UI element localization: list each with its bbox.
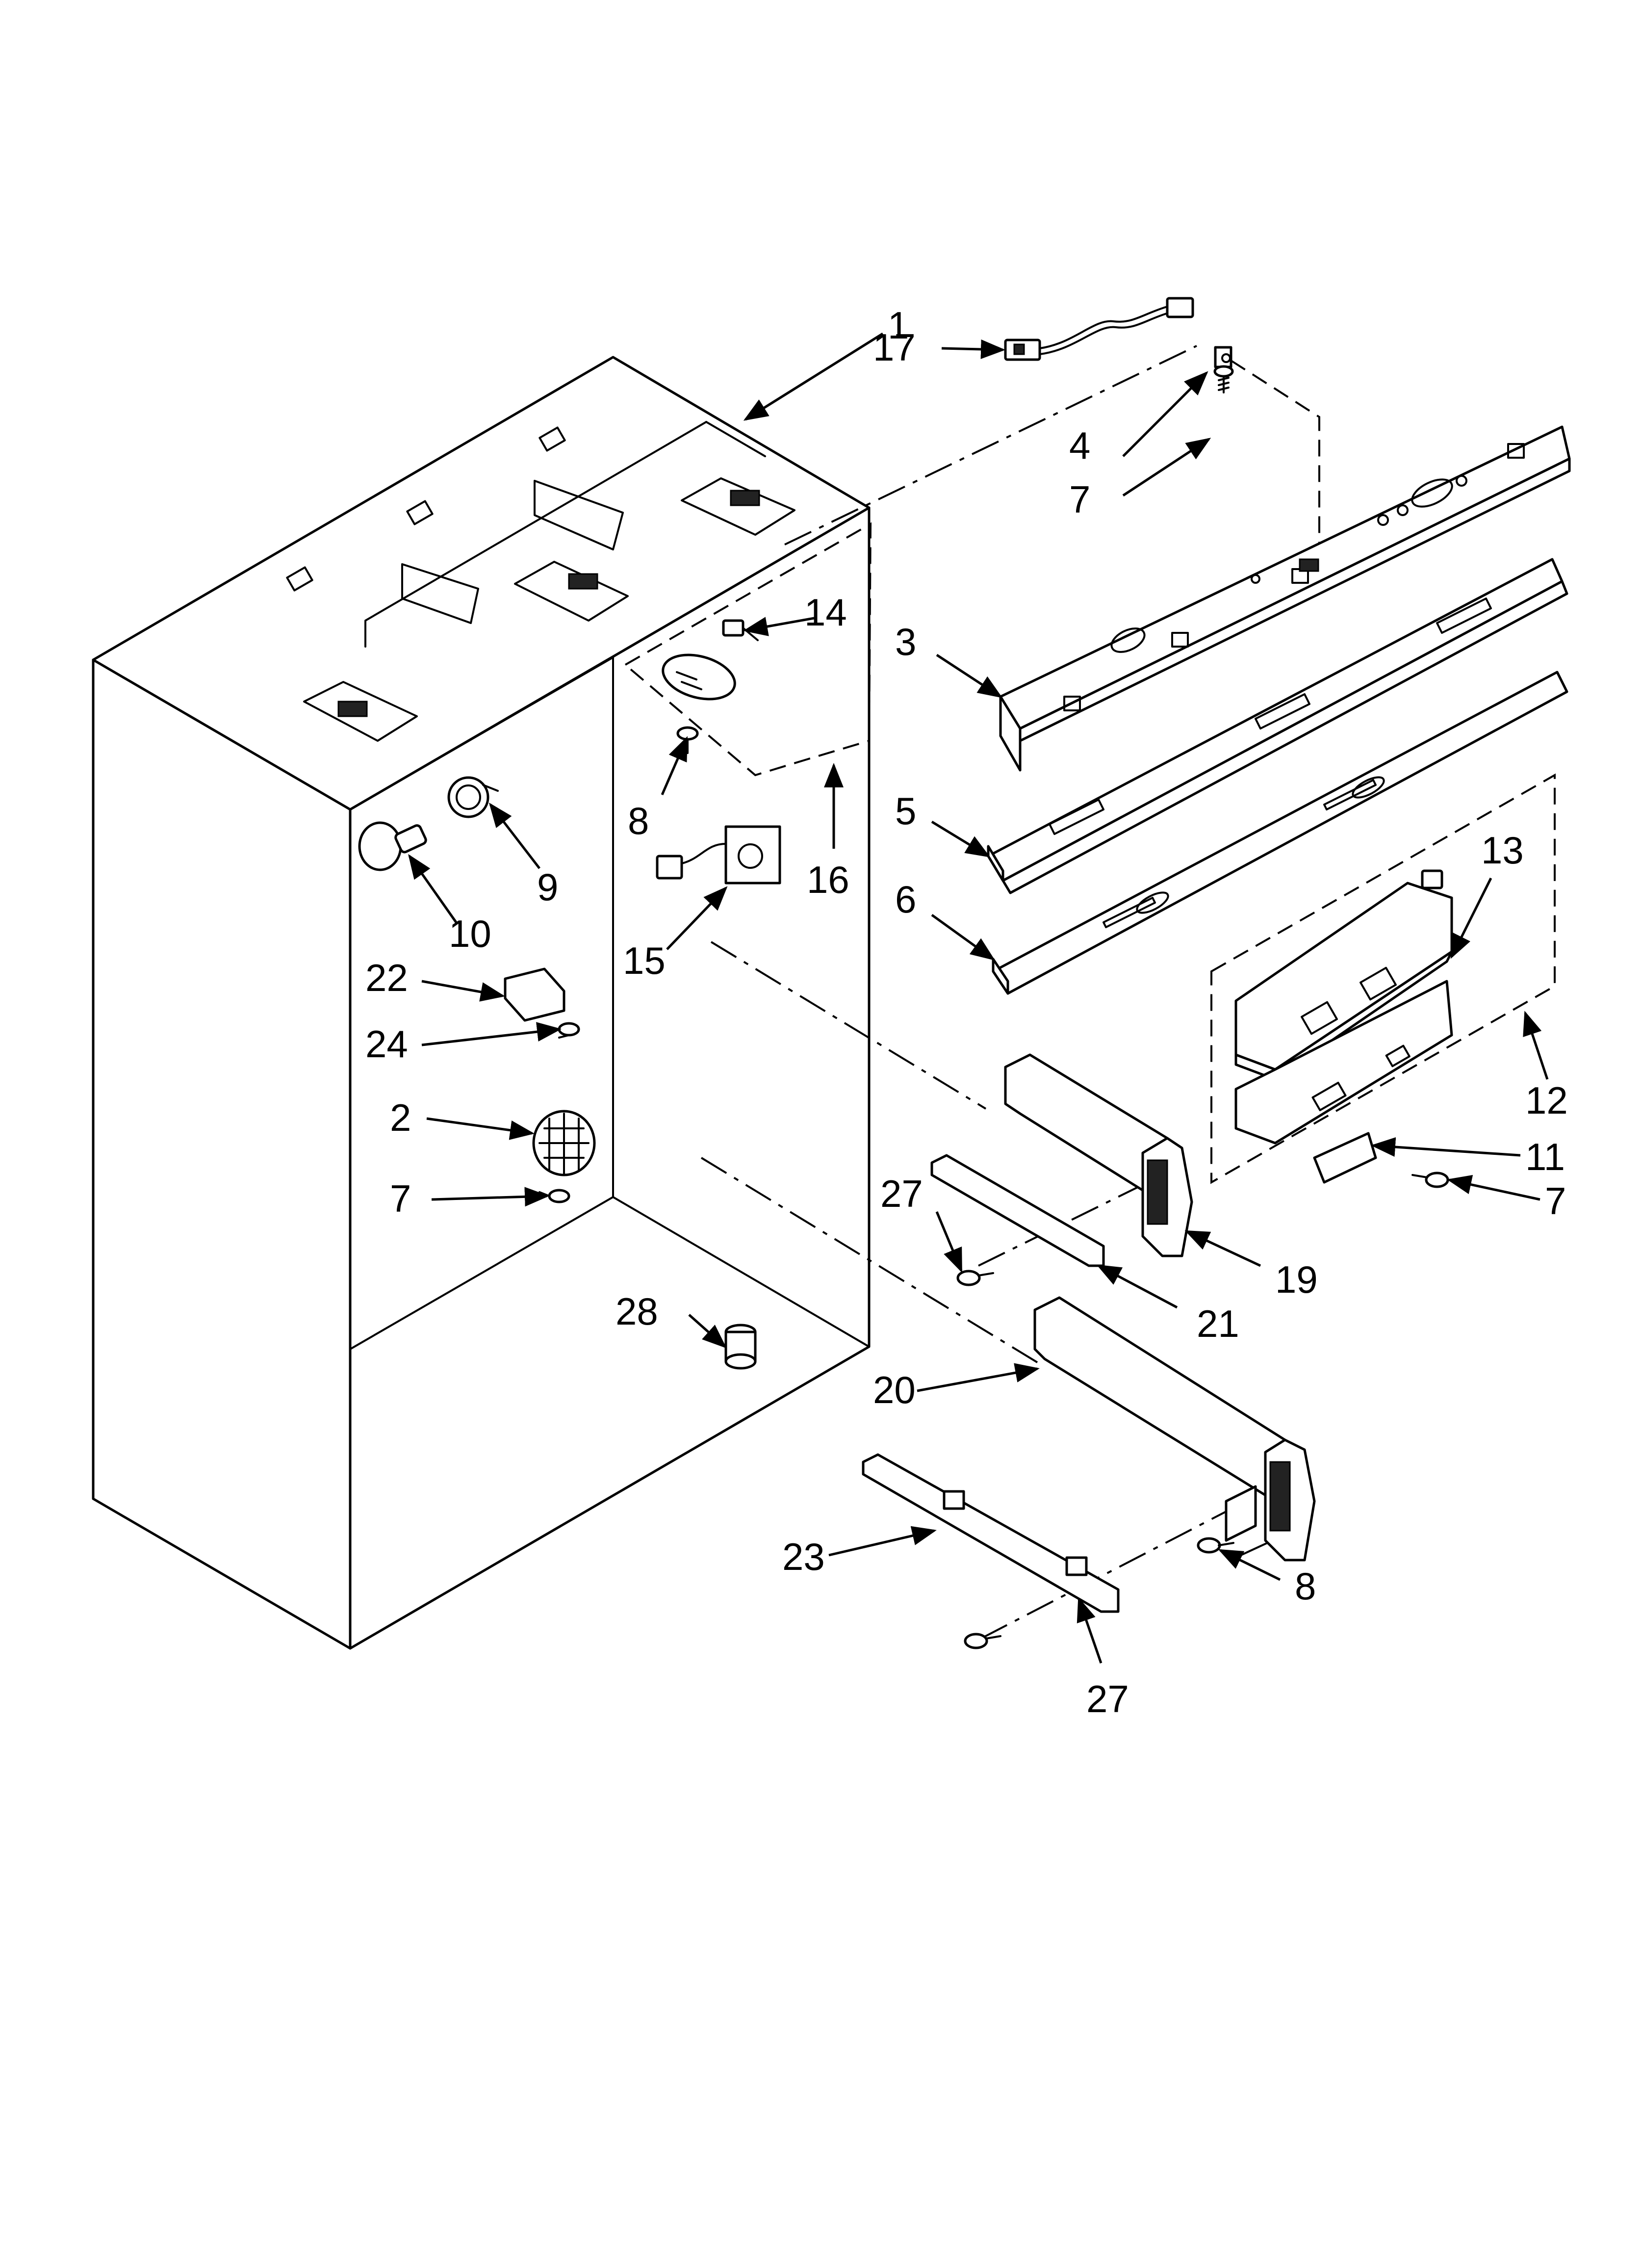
callout-27-lower: 27 bbox=[1086, 1677, 1129, 1721]
callout-7-top: 7 bbox=[1069, 478, 1090, 521]
screw-lower-strip bbox=[964, 1633, 1001, 1649]
leader-lines bbox=[408, 332, 1549, 1664]
control-housing bbox=[662, 653, 736, 701]
cabinet-liner bbox=[92, 356, 871, 1650]
callout-16: 16 bbox=[807, 858, 849, 901]
callout-4: 4 bbox=[1069, 424, 1090, 467]
callout-20: 20 bbox=[873, 1368, 916, 1411]
mounting-bracket bbox=[504, 967, 565, 1022]
callout-12: 12 bbox=[1525, 1079, 1568, 1122]
lower-trim bbox=[1033, 1296, 1316, 1562]
callout-1: 1 bbox=[888, 304, 909, 347]
callout-23: 23 bbox=[782, 1535, 825, 1578]
light-socket bbox=[447, 776, 499, 818]
screw-lower-trim bbox=[1197, 1537, 1234, 1554]
callout-9: 9 bbox=[537, 865, 558, 909]
lower-cover bbox=[1234, 980, 1453, 1145]
small-bracket bbox=[1313, 1132, 1377, 1184]
control-housing-boundary bbox=[623, 522, 872, 777]
callout-6: 6 bbox=[895, 878, 916, 921]
callout-19: 19 bbox=[1275, 1258, 1318, 1301]
callout-2: 2 bbox=[390, 1096, 411, 1139]
wire-harness bbox=[1004, 297, 1194, 361]
plug-cap bbox=[724, 1324, 757, 1370]
callout-17: 17 bbox=[873, 326, 916, 369]
lower-strip bbox=[862, 1453, 1120, 1613]
screw-top bbox=[1213, 365, 1234, 393]
callout-24: 24 bbox=[365, 1022, 408, 1066]
callout-27-upper: 27 bbox=[880, 1172, 923, 1215]
callout-10: 10 bbox=[449, 912, 491, 955]
air-grille bbox=[532, 1110, 596, 1176]
assembly-guides bbox=[700, 345, 1556, 1640]
callout-labels: 1 17 4 7 3 14 5 8 16 9 10 6 13 15 22 24 … bbox=[365, 304, 1568, 1721]
callout-15: 15 bbox=[623, 939, 666, 982]
upper-trim bbox=[1004, 1053, 1193, 1257]
callout-8-trim: 8 bbox=[1295, 1564, 1316, 1608]
callout-13: 13 bbox=[1481, 829, 1524, 872]
callout-3: 3 bbox=[895, 620, 916, 663]
screw-small-bracket bbox=[1411, 1172, 1449, 1188]
lower-rail bbox=[992, 671, 1568, 995]
callout-14: 14 bbox=[804, 591, 847, 634]
upper-strip bbox=[930, 1154, 1105, 1267]
callout-21: 21 bbox=[1197, 1302, 1239, 1345]
callout-8-control: 8 bbox=[628, 799, 649, 842]
screw-upper-trim bbox=[956, 1270, 994, 1286]
callout-5: 5 bbox=[895, 789, 916, 833]
callout-22: 22 bbox=[365, 956, 408, 999]
top-bracket bbox=[999, 425, 1571, 772]
mid-rail bbox=[987, 558, 1568, 894]
light-bulb bbox=[358, 821, 427, 871]
callout-28: 28 bbox=[616, 1290, 658, 1333]
callout-11: 11 bbox=[1525, 1135, 1565, 1178]
callout-7-grille: 7 bbox=[390, 1177, 411, 1220]
door-switch bbox=[656, 825, 781, 885]
mounting-clip bbox=[1214, 346, 1232, 368]
callout-7-bracket: 7 bbox=[1545, 1179, 1566, 1223]
